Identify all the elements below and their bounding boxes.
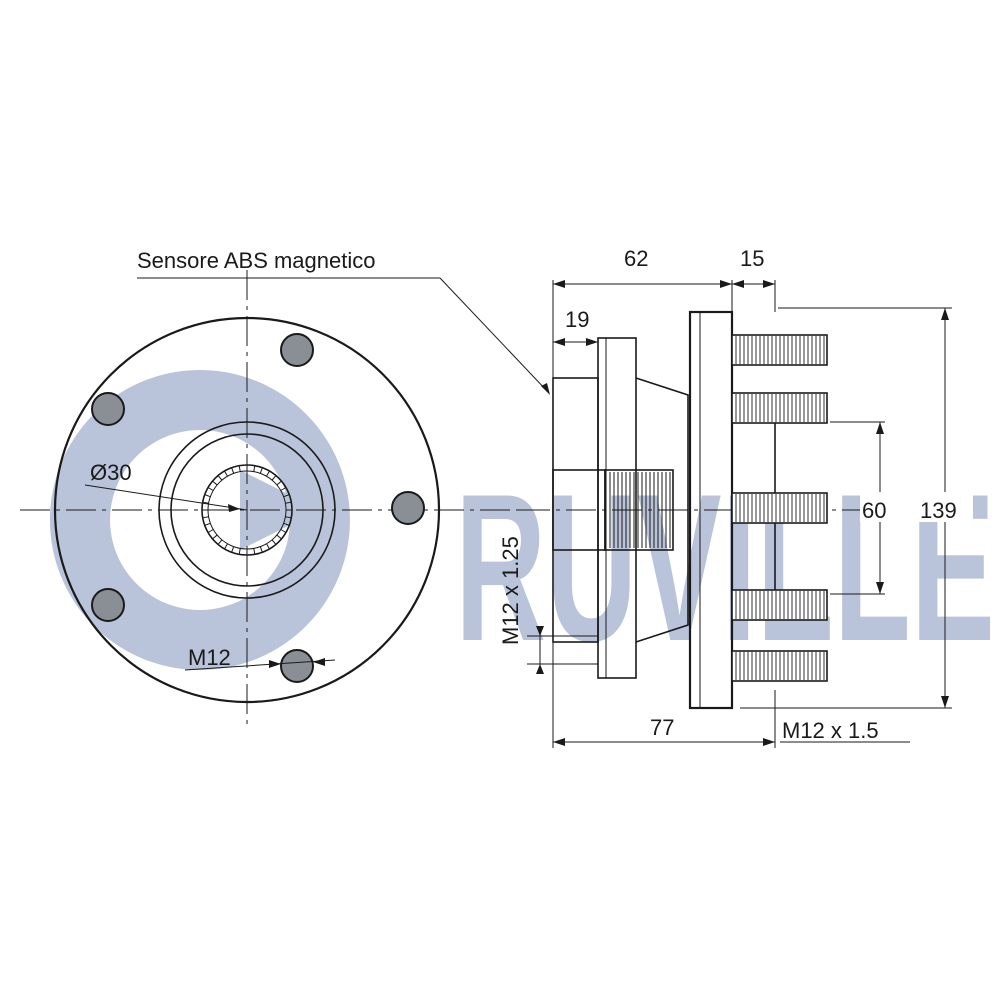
spline-tooth xyxy=(271,539,277,545)
dim-77-label: 77 xyxy=(650,715,674,740)
dim-139-bg xyxy=(918,492,973,522)
spline-tooth xyxy=(271,475,277,481)
side-thread-arrow-b xyxy=(536,664,544,674)
front-thread-arrow-r xyxy=(313,658,325,666)
spline-tooth xyxy=(207,529,214,533)
bearing-outer-flange xyxy=(597,337,637,679)
bolt-hole-1 xyxy=(280,333,314,367)
ruville-watermark: RUVILLE xyxy=(49,370,995,685)
dim-19-label: 19 xyxy=(565,307,589,332)
dim-19-arrow-r xyxy=(586,338,598,346)
spline-tooth xyxy=(207,487,214,491)
side-thread-arrow-t xyxy=(536,626,544,636)
spline-tooth xyxy=(202,516,209,519)
dim-77-arrow-l xyxy=(553,738,565,746)
spline-tooth xyxy=(212,480,218,486)
wheel-stud xyxy=(731,334,828,366)
logo-emblem xyxy=(49,370,350,670)
dim-139-arrow-b xyxy=(941,696,949,708)
dim-15-arrow-r xyxy=(763,280,775,288)
abs-sensor-callout: Sensore ABS magnetico xyxy=(137,248,550,395)
spline-tooth xyxy=(259,546,263,553)
bearing-taper xyxy=(635,377,689,643)
spline-tooth xyxy=(266,543,270,550)
bore-diameter-arrow xyxy=(228,504,240,512)
spline-tooth xyxy=(276,480,282,486)
dim-60-bg xyxy=(860,492,900,522)
dim-139-arrow-t xyxy=(941,308,949,320)
side-view xyxy=(520,310,860,710)
hub-inner-circle xyxy=(170,433,324,587)
dim-62-label: 62 xyxy=(624,246,648,271)
spline-tooth xyxy=(217,475,223,481)
spline-tooth xyxy=(204,494,211,498)
dim-19-arrow-l xyxy=(553,338,565,346)
bore-diameter-leader xyxy=(84,484,248,511)
dim-77-arrow-r xyxy=(763,738,775,746)
abs-sensor-label: Sensore ABS magnetico xyxy=(137,248,375,273)
dim-60-label: 60 xyxy=(862,498,886,523)
wheel-stud xyxy=(731,650,828,682)
spline-tooth xyxy=(238,548,241,555)
bore-diameter-label: Ø30 xyxy=(90,460,132,485)
dim-60-arrow-b xyxy=(876,582,884,594)
spline-bore xyxy=(201,464,293,556)
spline-tooth xyxy=(231,467,235,474)
spline-tooth xyxy=(224,470,228,477)
spline-shaft-hatch xyxy=(609,472,671,548)
dim-62-arrow-r xyxy=(720,280,732,288)
hub-outer-circle xyxy=(158,421,336,599)
dim-60-arrow-t xyxy=(876,422,884,434)
spline-tooth xyxy=(202,501,209,504)
spline-tooth xyxy=(212,534,218,540)
spline-tooth xyxy=(217,539,223,545)
front-thread-label: M12 xyxy=(188,645,231,670)
spline-tooth xyxy=(285,501,292,504)
abs-sensor-leader xyxy=(439,277,549,393)
wheel-studs xyxy=(731,334,828,682)
dim-15-arrow-l xyxy=(732,280,744,288)
spline-tooth xyxy=(204,522,211,526)
spline-tooth xyxy=(224,543,228,550)
spline-tooth xyxy=(253,465,256,472)
dim-15-label: 15 xyxy=(740,246,764,271)
bolt-hole-5 xyxy=(280,649,314,683)
side-thread-label: M12 x 1.25 xyxy=(498,536,523,645)
front-view: Ø30 M12 xyxy=(20,270,520,725)
spline-tooth xyxy=(276,534,282,540)
dim-62-arrow-l xyxy=(553,280,565,288)
front-thread-arrow-l xyxy=(269,660,281,668)
wheel-stud xyxy=(731,492,828,524)
spline-tooth xyxy=(285,516,292,519)
spline-tooth xyxy=(259,467,263,474)
wheel-stud xyxy=(731,589,828,621)
spline-shaft xyxy=(604,469,674,551)
spline-tooth xyxy=(238,465,241,472)
spline-tooth xyxy=(280,487,287,491)
spline-tooth xyxy=(253,548,256,555)
abs-sensor-arrow xyxy=(541,383,550,395)
bolt-hole-3 xyxy=(391,491,425,525)
spline-tooth xyxy=(283,522,290,526)
dimensions: 62 15 19 60 139 77 xyxy=(498,246,973,748)
bolt-hole-4 xyxy=(91,588,125,622)
front-thread-leader xyxy=(184,659,336,671)
spline-tooth xyxy=(231,546,235,553)
wheel-stud xyxy=(731,392,828,424)
spline-tooth xyxy=(266,470,270,477)
bolt-hole-2 xyxy=(91,392,125,426)
stud-thread-label: M12 x 1.5 xyxy=(782,718,879,743)
logo-text: RUVILLE xyxy=(455,450,995,685)
spline-tooth xyxy=(280,529,287,533)
dim-139-label: 139 xyxy=(920,498,957,523)
spline-tooth xyxy=(283,494,290,498)
flange-outer-circle xyxy=(53,316,441,704)
